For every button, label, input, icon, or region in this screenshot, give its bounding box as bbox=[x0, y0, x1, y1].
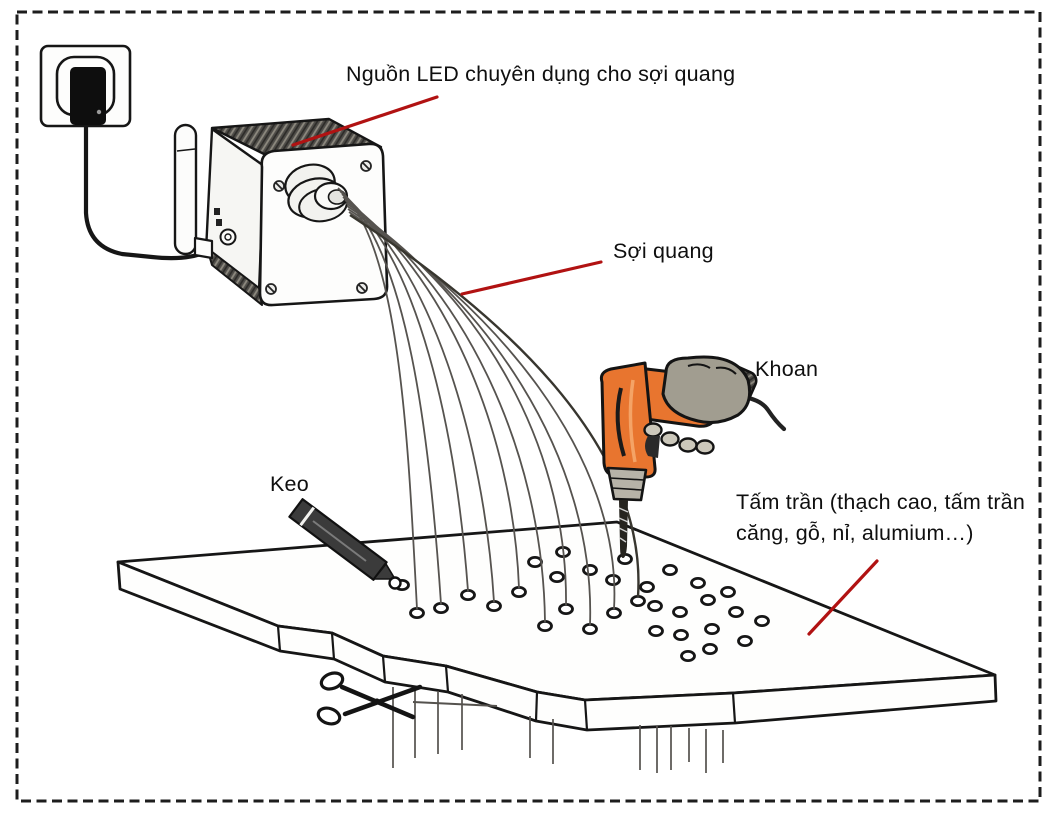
leader-lines bbox=[291, 95, 879, 636]
drill-bit bbox=[619, 500, 628, 558]
hanging-fibers bbox=[392, 687, 724, 773]
glove-knuckles bbox=[687, 363, 737, 375]
ceiling-panel bbox=[116, 520, 998, 732]
hand-glove bbox=[661, 355, 752, 424]
power-cord bbox=[83, 122, 211, 261]
fiber-bundle bbox=[337, 187, 640, 626]
glue-pen-cap-seam bbox=[299, 506, 315, 527]
label-ceiling-line2: căng, gỗ, nỉ, alumium…) bbox=[736, 521, 974, 545]
antenna bbox=[173, 123, 198, 256]
cut-fiber-strand bbox=[412, 701, 498, 707]
label-glue: Keo bbox=[270, 472, 309, 496]
drill bbox=[599, 355, 787, 558]
drill-chuck bbox=[606, 466, 648, 502]
label-drill: Khoan bbox=[755, 357, 819, 381]
leader-ceiling-panel bbox=[807, 559, 879, 636]
box-button-inner bbox=[224, 233, 232, 241]
panel-facet-edges bbox=[276, 625, 737, 731]
box-vent-dot bbox=[214, 208, 220, 215]
label-ceiling-line1: Tấm trần (thạch cao, tấm trần bbox=[736, 490, 1025, 514]
plug-detail-dot bbox=[96, 109, 102, 115]
box-vent-dot bbox=[216, 219, 222, 226]
drill-handle bbox=[599, 361, 657, 479]
glue-pen bbox=[288, 498, 402, 590]
box-screws bbox=[265, 160, 372, 295]
antenna-bracket bbox=[193, 236, 214, 260]
label-ceiling-panel: Tấm trần (thạch cao, tấm trần căng, gỗ, … bbox=[736, 487, 1025, 549]
leader-led-source bbox=[291, 95, 439, 147]
leader-optic-fiber bbox=[460, 260, 603, 296]
antenna-seam bbox=[176, 148, 196, 152]
drill-handle-groove bbox=[615, 387, 626, 457]
label-optic-fiber: Sợi quang bbox=[613, 239, 714, 263]
highlighted-fiber bbox=[349, 213, 640, 598]
glue-pen-nozzle bbox=[373, 563, 396, 580]
glove-fingers bbox=[643, 422, 715, 455]
glue-pen-highlight bbox=[312, 520, 367, 562]
power-outlet bbox=[39, 44, 211, 261]
scissors-icon bbox=[316, 671, 498, 726]
led-source-box bbox=[173, 117, 389, 307]
drill-bit-flutes bbox=[618, 507, 629, 543]
power-plug bbox=[70, 67, 106, 125]
drill-trigger bbox=[645, 436, 660, 458]
box-button bbox=[219, 228, 237, 246]
drill-handle-highlight bbox=[628, 379, 637, 463]
chuck-ridges bbox=[609, 477, 645, 491]
glue-pen-tip bbox=[388, 576, 402, 590]
dashed-border bbox=[15, 10, 1042, 803]
label-led-source: Nguồn LED chuyên dụng cho sợi quang bbox=[346, 62, 736, 86]
